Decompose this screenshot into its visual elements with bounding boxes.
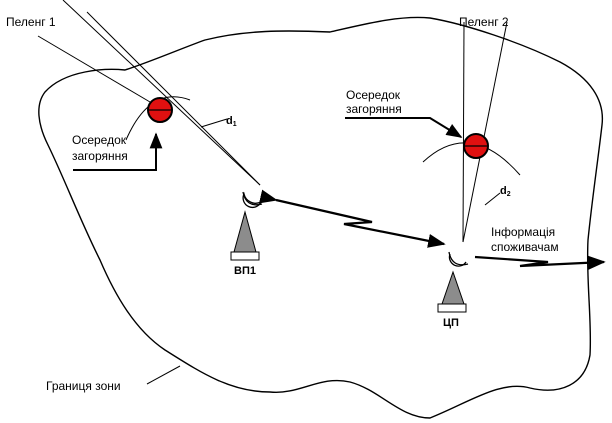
d2-label: d2 [500,185,511,198]
fire-source-2-label-line2: загоряння [346,102,402,116]
d1-letter: d [226,115,233,127]
fire-2-callout-arrow [345,117,463,138]
zone-boundary [38,16,604,419]
d2-leader [484,192,501,206]
zone-border-pointer [146,365,181,385]
bearing-2-ray-b [462,21,508,243]
bearing-2-ray-a [462,21,465,243]
antenna-tower-icon [437,251,469,313]
d2-letter: d [500,185,507,197]
bearing-1-ray-a [62,0,261,186]
d1-label: d1 [226,115,237,128]
antenna-tower-icon [230,191,263,261]
fire-source-1-label-line2: загоряння [72,149,128,163]
fire-source-icon [463,133,489,159]
fire-source-icon [147,97,173,123]
fire-source-2-label-line1: Осередок [346,88,401,102]
post-cp-label: ЦП [443,317,459,329]
fire-1-callout-arrow [73,132,163,171]
info-consumers-label-line1: Інформація [491,225,555,239]
fire-source-1-label-line1: Осередок [72,133,127,147]
post-vp1-label: ВП1 [234,265,256,277]
bearing-2-label: Пеленг 2 [459,15,509,29]
d1-leader [200,118,228,128]
info-consumers-label-line2: споживачам [491,240,559,254]
d2-subscript: 2 [507,191,511,198]
d1-subscript: 1 [233,121,237,128]
bearing-1-label: Пеленг 1 [6,15,56,29]
bearing-1-pointer [37,35,151,103]
bearing-1-ray-b [86,11,261,186]
lightning-link-icon [258,189,446,248]
zone-border-label: Границя зони [46,379,121,393]
lightning-link-icon [474,255,606,270]
